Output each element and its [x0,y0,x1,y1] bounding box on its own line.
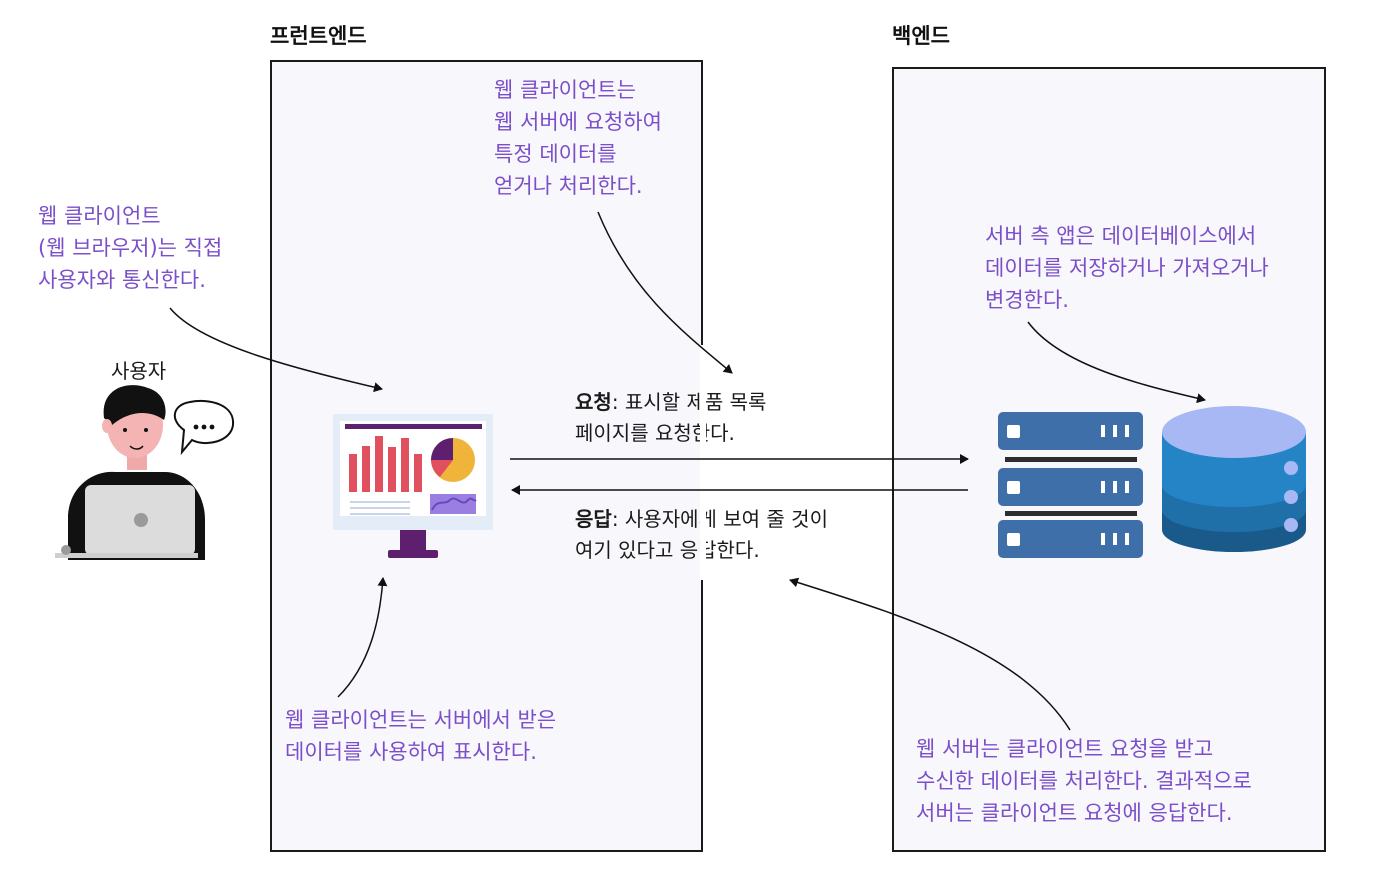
note-request-arrow [597,211,733,374]
monitor-bar [375,436,383,492]
monitor-bar-chart [349,436,422,492]
note-response-arrow [789,577,1071,731]
panel-border-gap [700,345,706,580]
note-server-database: 서버 측 앱은 데이터베이스에서 데이터를 저장하거나 가져오거나 변경한다. [985,224,1269,312]
user-label: 사용자 [111,359,167,383]
monitor-icon [333,414,493,558]
database-icon [1162,406,1306,552]
request-message: 요청: 표시할 제품 목록 페이지를 요청한다. [575,387,766,449]
response-label: 응답 [575,507,612,531]
response-message: 응답: 사용자에게 보여 줄 것이 여기 있다고 응답한다. [575,504,828,566]
monitor-bar [349,454,357,492]
speech-bubble-icon [174,399,235,456]
note-client-request: 웹 클라이언트는 웹 서버에 요청하여 특정 데이터를 얻거나 처리한다. [494,78,662,198]
backend-title: 백엔드 [892,24,950,48]
frontend-title: 프런트엔드 [270,24,367,48]
note-server-response: 웹 서버는 클라이언트 요청을 받고 수신한 데이터를 처리한다. 결과적으로 … [916,737,1252,825]
monitor-bar [388,447,396,492]
request-text-1: : 표시할 제품 목록 [611,390,767,414]
request-text-2: 페이지를 요청한다. [575,421,735,445]
laptop-icon [55,485,198,558]
note-user-arrow [169,307,383,393]
server-icon [998,412,1143,558]
request-label: 요청 [575,390,612,414]
response-text-1: : 사용자에게 보여 줄 것이 [611,507,828,531]
monitor-bar [414,454,422,492]
note-db-arrow [1027,321,1206,404]
note-display-arrow [337,577,388,698]
note-client-display: 웹 클라이언트는 서버에서 받은 데이터를 사용하여 표시한다. [285,708,557,764]
note-user-communication: 웹 클라이언트 (웹 브라우저)는 직접 사용자와 통신한다. [38,204,223,292]
monitor-bar [401,438,409,492]
monitor-bar [362,446,370,492]
response-text-2: 여기 있다고 응답한다. [575,538,760,562]
